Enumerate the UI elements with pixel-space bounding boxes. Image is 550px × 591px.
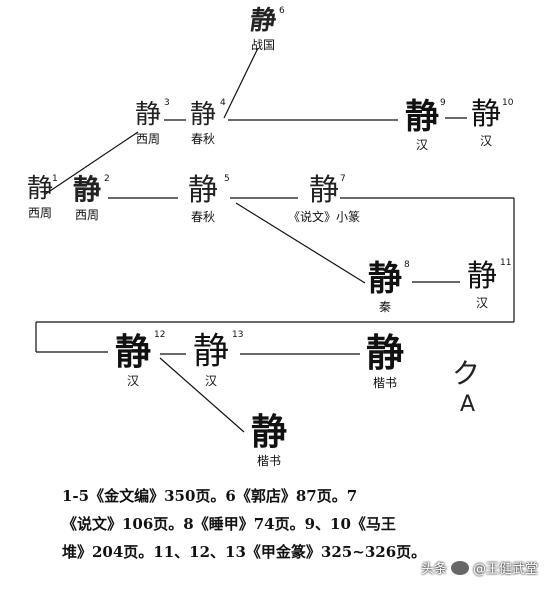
handwritten-mark: ク bbox=[452, 357, 481, 390]
glyph-node-12: 静 12 汉 bbox=[108, 330, 165, 389]
glyph-node-2: 静 2 西周 bbox=[66, 173, 110, 223]
glyph-period-label: 楷书 bbox=[256, 454, 281, 468]
glyph-node-6: 静 6 战国 bbox=[242, 6, 285, 53]
glyph-node-kaishu-1: 静 楷书 bbox=[360, 334, 410, 391]
glyph-period-label: 汉 bbox=[479, 134, 492, 148]
glyph-number: 4 bbox=[220, 98, 226, 108]
glyph-number: 2 bbox=[104, 174, 110, 184]
glyph-number: 5 bbox=[224, 174, 230, 184]
glyph-character: 静 bbox=[250, 411, 287, 453]
glyph-period-label: 战国 bbox=[250, 38, 275, 52]
glyph-node-5: 静 5 春秋 bbox=[178, 173, 230, 225]
glyph-character: 静 bbox=[368, 259, 402, 299]
account-logo-icon bbox=[450, 560, 469, 575]
glyph-node-13: 静 13 汉 bbox=[186, 330, 243, 389]
glyph-character: 静 bbox=[467, 259, 497, 294]
glyph-period-label: 《说文》小篆 bbox=[288, 210, 361, 224]
line-12-kaishu2 bbox=[159, 357, 245, 433]
glyph-character: 静 bbox=[309, 173, 339, 208]
glyph-character: 静 bbox=[365, 330, 404, 375]
glyph-character: 静 bbox=[26, 174, 53, 204]
glyph-period-label: 春秋 bbox=[190, 210, 215, 224]
glyph-character: 静 bbox=[192, 331, 229, 372]
glyph-node-8: 静 8 秦 bbox=[362, 259, 410, 315]
glyph-period-label: 西周 bbox=[27, 206, 52, 220]
glyph-period-label: 楷书 bbox=[372, 376, 397, 390]
glyph-node-11: 静 11 汉 bbox=[460, 258, 511, 311]
glyph-number: 1 bbox=[52, 174, 58, 184]
glyph-number: 12 bbox=[154, 330, 166, 340]
glyph-node-1: 静 1 西周 bbox=[20, 174, 60, 221]
watermark-name: @王健武堂 bbox=[472, 562, 538, 577]
glyph-number: 10 bbox=[502, 98, 514, 108]
glyph-period-label: 西周 bbox=[135, 132, 160, 146]
glyph-number: 9 bbox=[440, 98, 446, 108]
glyph-node-kaishu-2: 静 楷书 bbox=[244, 414, 294, 469]
caption-line: 堆》204页。11、12、13《甲金篆》325~326页。 bbox=[62, 543, 427, 561]
glyph-character: 静 bbox=[471, 97, 501, 132]
glyph-period-label: 秦 bbox=[378, 300, 391, 314]
source-caption: 1-5《金文编》350页。6《郭店》87页。7 《说文》106页。8《睡甲》74… bbox=[62, 482, 502, 566]
glyph-character: 静 bbox=[188, 173, 218, 208]
glyph-character: 静 bbox=[405, 97, 439, 137]
glyph-character: 静 bbox=[134, 100, 161, 130]
glyph-period-label: 春秋 bbox=[190, 132, 215, 146]
glyph-number: 11 bbox=[500, 258, 512, 268]
glyph-node-7: 静 7 《说文》小篆 bbox=[288, 173, 361, 225]
line-1-3 bbox=[43, 131, 139, 196]
glyph-character: 静 bbox=[72, 173, 101, 206]
line-6-4 bbox=[223, 47, 259, 119]
glyph-number: 6 bbox=[279, 6, 285, 16]
glyph-number: 3 bbox=[164, 98, 170, 108]
watermark: 头条 @王健武堂 bbox=[421, 558, 538, 577]
line-5-8 bbox=[235, 202, 366, 284]
handwritten-letter: A bbox=[460, 392, 476, 417]
glyph-number: 8 bbox=[404, 260, 410, 270]
glyph-period-label: 汉 bbox=[415, 138, 428, 152]
glyph-period-label: 汉 bbox=[126, 374, 139, 388]
glyph-number: 7 bbox=[340, 174, 346, 184]
glyph-period-label: 汉 bbox=[204, 374, 217, 388]
glyph-period-label: 汉 bbox=[475, 296, 488, 310]
glyph-character: 静 bbox=[189, 100, 216, 130]
caption-line: 1-5《金文编》350页。6《郭店》87页。7 bbox=[62, 487, 358, 505]
glyph-node-3: 静 3 西周 bbox=[128, 98, 170, 147]
watermark-prefix: 头条 bbox=[420, 562, 447, 577]
glyph-node-4: 静 4 春秋 bbox=[182, 98, 226, 147]
glyph-period-label: 西周 bbox=[74, 208, 99, 222]
glyph-character: 静 bbox=[114, 331, 151, 373]
glyph-node-10: 静 10 汉 bbox=[466, 97, 513, 149]
caption-line: 《说文》106页。8《睡甲》74页。9、10《马王 bbox=[62, 515, 396, 533]
glyph-node-9: 静 9 汉 bbox=[398, 97, 446, 153]
glyph-number: 13 bbox=[232, 330, 244, 340]
